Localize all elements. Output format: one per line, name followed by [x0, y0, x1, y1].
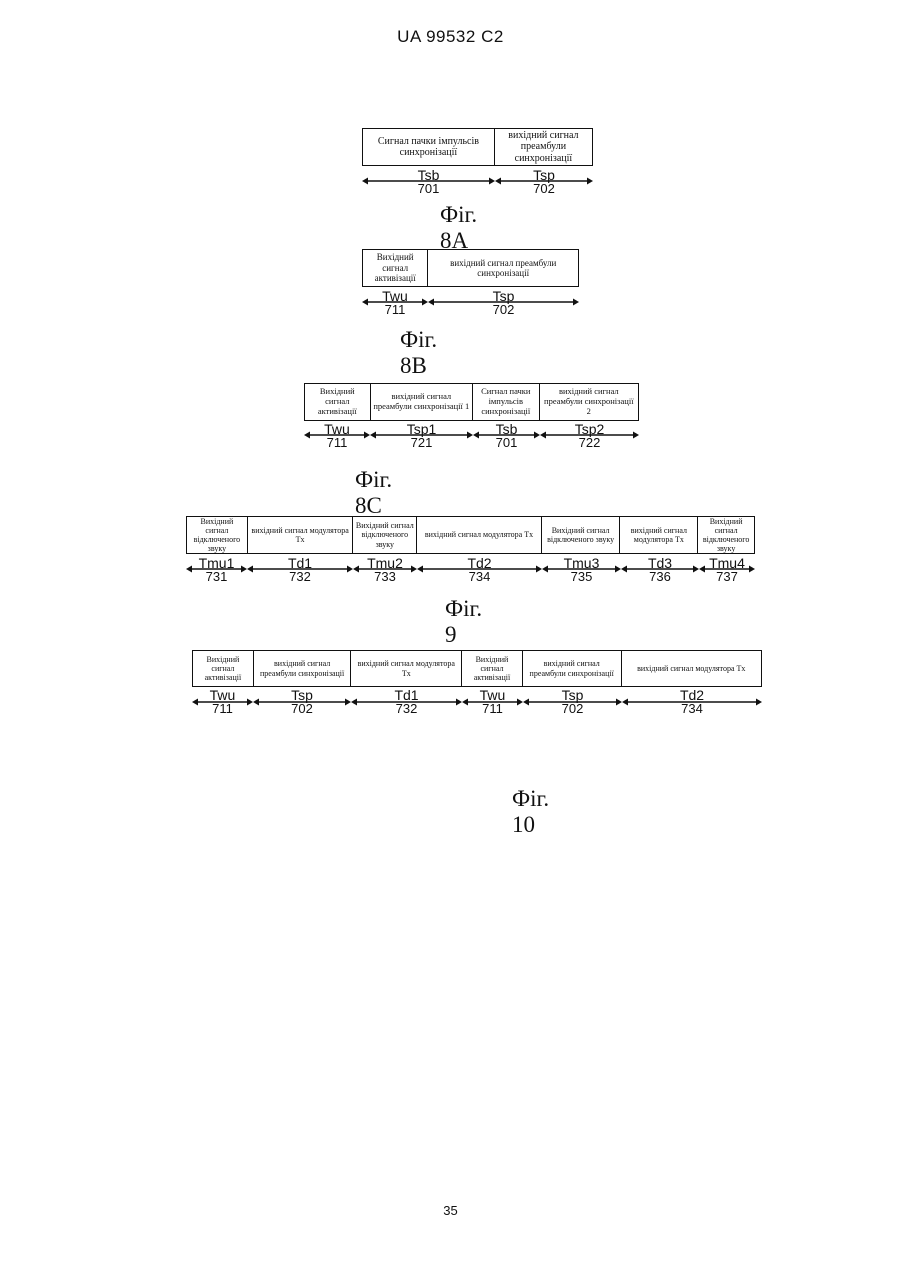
reference-number: 702 [253, 702, 351, 715]
reference-number: 702 [523, 702, 622, 715]
duration-symbol: Twu [192, 688, 253, 702]
reference-number: 711 [462, 702, 523, 715]
duration-symbol: Td2 [622, 688, 762, 702]
reference-number: 711 [192, 702, 253, 715]
duration-symbol: Tsp [253, 688, 351, 702]
duration-symbol: Tsp [523, 688, 622, 702]
figure-caption: Фіг. 10 [512, 786, 549, 838]
reference-number: 734 [622, 702, 762, 715]
reference-number: 732 [351, 702, 462, 715]
duration-symbol: Twu [462, 688, 523, 702]
duration-symbol: Td1 [351, 688, 462, 702]
